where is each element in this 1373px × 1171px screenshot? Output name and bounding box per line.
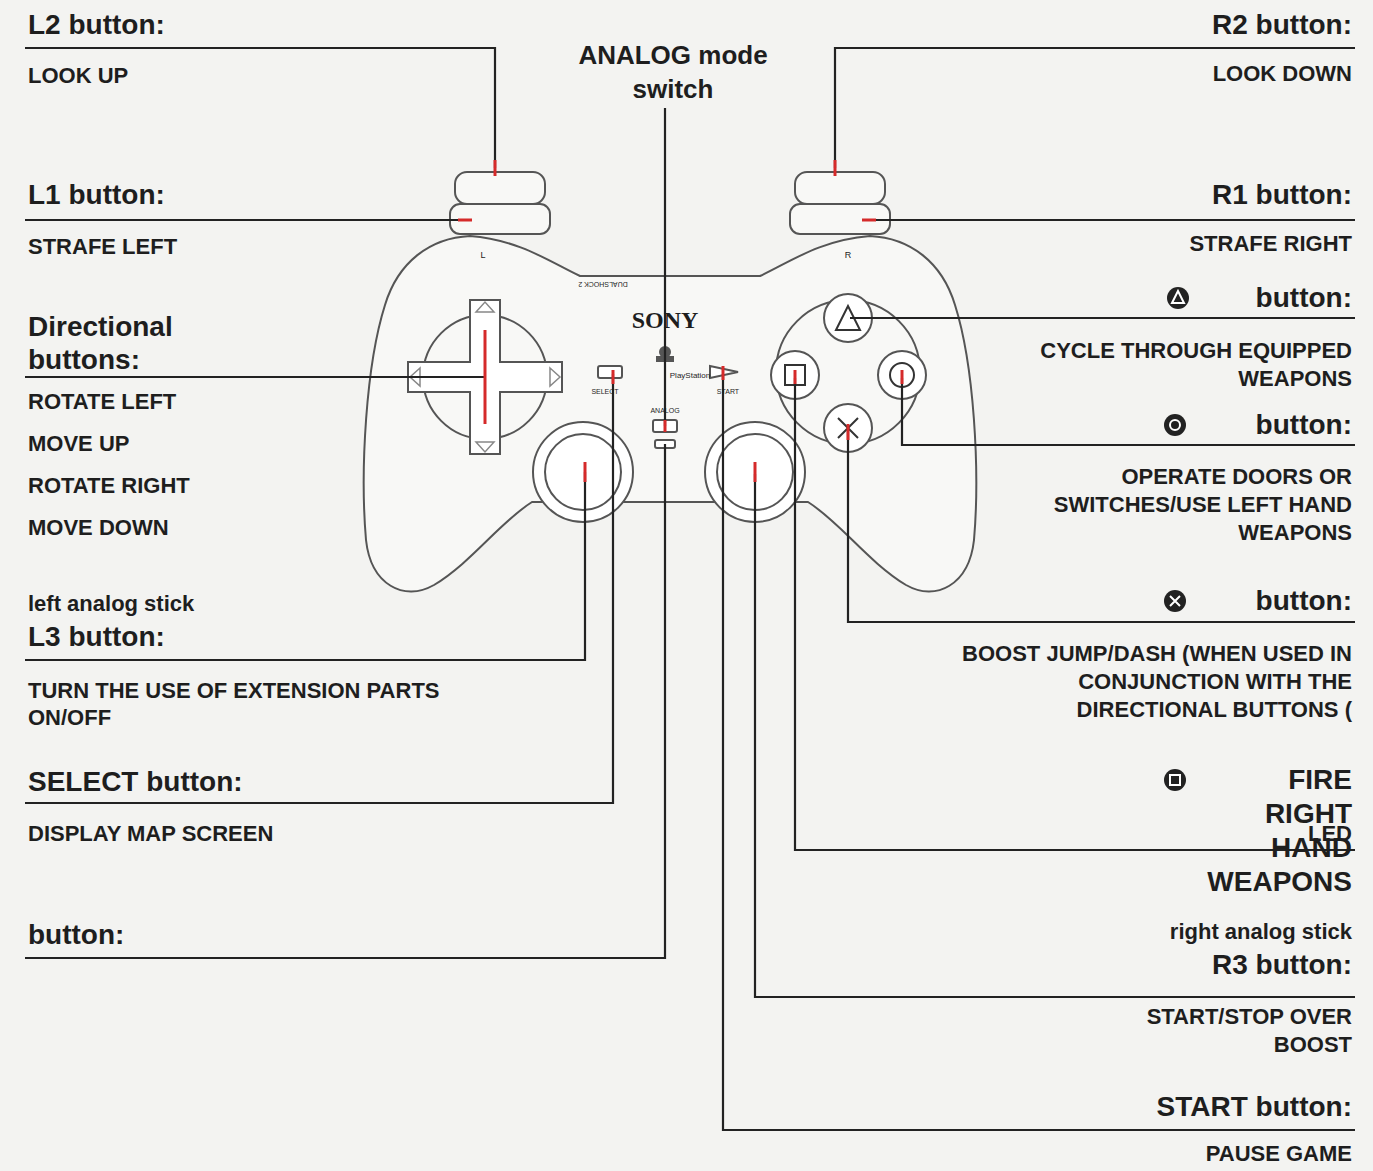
action-text: PAUSE GAME: [952, 1141, 1352, 1167]
button-print: L: [473, 250, 493, 261]
action-text: OPERATE DOORS OR SWITCHES/USE LEFT HAND …: [992, 463, 1352, 547]
heading: button:: [1202, 408, 1352, 442]
action-text: CYCLE THROUGH EQUIPPED WEAPONS: [992, 337, 1352, 393]
sub-heading: left analog stick: [28, 590, 428, 618]
button-print: SELECT: [580, 387, 630, 396]
action-text: ROTATE RIGHT: [28, 472, 428, 500]
action-text: LED: [1052, 816, 1352, 852]
action-text: LOOK DOWN: [952, 60, 1352, 88]
action-text: STRAFE RIGHT: [952, 230, 1352, 258]
action-text: LOOK UP: [28, 62, 428, 90]
action-text: BOOST JUMP/DASH (WHEN USED IN CONJUNCTIO…: [922, 640, 1352, 724]
leader-lines: [25, 48, 1355, 1130]
heading: START button:: [952, 1090, 1352, 1124]
sub-heading: right analog stick: [952, 918, 1352, 946]
heading: ANALOG mode switch: [563, 38, 783, 106]
model-print: DUALSHOCK 2: [563, 280, 643, 289]
leader-tips: [458, 160, 902, 482]
heading: button:: [28, 918, 228, 952]
button-print: ANALOG: [640, 406, 690, 415]
action-text: MOVE UP: [28, 430, 428, 458]
brand-logo: SONY: [615, 306, 715, 334]
heading: button:: [1202, 281, 1352, 315]
heading: R1 button:: [952, 178, 1352, 212]
heading: Directional buttons:: [28, 310, 228, 376]
heading: R2 button:: [952, 8, 1352, 42]
heading: L1 button:: [28, 178, 428, 212]
button-print: START: [703, 387, 753, 396]
controller-body: [364, 172, 976, 591]
action-text: DISPLAY MAP SCREEN: [28, 820, 528, 848]
heading: button:: [1202, 584, 1352, 618]
action-text: MOVE DOWN: [28, 514, 428, 542]
action-text: START/STOP OVER BOOST: [1092, 1003, 1352, 1059]
brand-text: PlayStation: [655, 371, 725, 381]
action-text: TURN THE USE OF EXTENSION PARTS ON/OFF: [28, 677, 468, 731]
heading: R3 button:: [952, 948, 1352, 982]
heading: L3 button:: [28, 620, 428, 654]
heading: L2 button:: [28, 8, 428, 42]
button-print: R: [838, 250, 858, 261]
action-text: ROTATE LEFT: [28, 388, 428, 416]
heading: SELECT button:: [28, 765, 528, 799]
action-text: STRAFE LEFT: [28, 233, 428, 261]
